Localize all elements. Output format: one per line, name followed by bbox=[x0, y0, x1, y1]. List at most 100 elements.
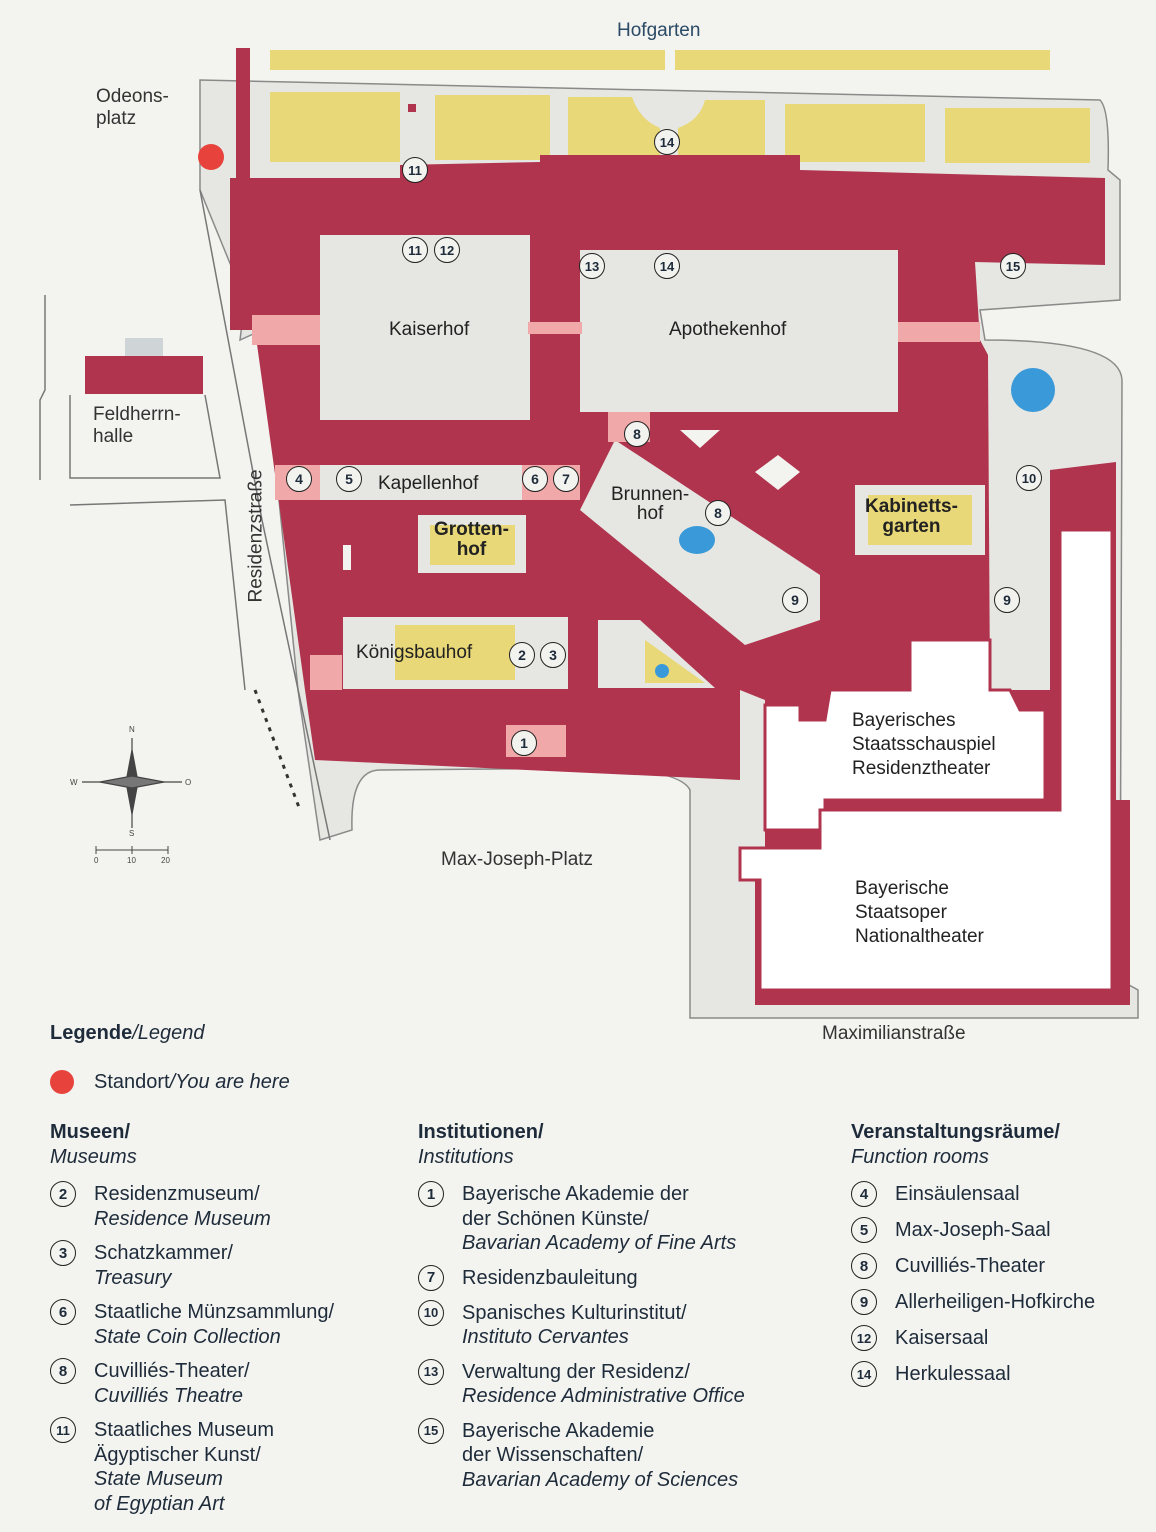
you-are-here-marker bbox=[198, 144, 224, 170]
legend-item-number: 8 bbox=[50, 1358, 76, 1384]
label-odeonsplatz: Odeons- platz bbox=[96, 86, 169, 129]
map-marker[interactable]: 11 bbox=[402, 237, 428, 263]
map-marker[interactable]: 2 bbox=[509, 642, 535, 668]
tram-dashes bbox=[253, 689, 302, 811]
scale-10: 10 bbox=[127, 856, 136, 865]
map-marker[interactable]: 3 bbox=[540, 642, 566, 668]
triangle-fountain bbox=[655, 664, 669, 678]
legend-item-de: Herkulessaal bbox=[895, 1363, 1011, 1385]
legend-item-de: Schatzkammer/ bbox=[94, 1242, 233, 1264]
legend-item-de: Allerheiligen-Hofkirche bbox=[895, 1291, 1096, 1313]
map-marker[interactable]: 12 bbox=[434, 237, 460, 263]
legend-item-de: Residenzmuseum/ bbox=[94, 1183, 260, 1205]
brunnenhof-fountain bbox=[679, 526, 715, 554]
map-marker[interactable]: 6 bbox=[522, 466, 548, 492]
garden-bed-6 bbox=[945, 108, 1090, 163]
west-wall bbox=[236, 48, 250, 218]
map-marker[interactable]: 11 bbox=[402, 157, 428, 183]
map-marker[interactable]: 8 bbox=[705, 500, 731, 526]
hofgarten-bed-2 bbox=[675, 50, 1050, 70]
map-marker[interactable]: 4 bbox=[286, 466, 312, 492]
label-feldherrnhalle: Feldherrn- halle bbox=[93, 404, 181, 447]
label-grottenhof: Grotten- hof bbox=[434, 519, 509, 560]
label-koenigsbauhof: Königsbauhof bbox=[356, 642, 473, 663]
map-marker[interactable]: 8 bbox=[624, 421, 650, 447]
legend-title-en: /Legend bbox=[132, 1022, 205, 1044]
legend-item-de: Cuvilliés-Theater bbox=[895, 1255, 1046, 1277]
map-marker[interactable]: 1 bbox=[511, 730, 537, 756]
legend-item-de: Einsäulensaal bbox=[895, 1183, 1020, 1205]
label-kapellenhof: Kapellenhof bbox=[378, 473, 479, 494]
label-residenzstrasse: Residenzstraße bbox=[245, 469, 267, 603]
legend-item-de: Bayerische Akademie der Wissenschaften/ bbox=[462, 1419, 655, 1467]
legend-item-en: Instituto Cervantes bbox=[462, 1326, 629, 1348]
legend-item-number: 2 bbox=[50, 1181, 76, 1207]
passage-2 bbox=[528, 322, 582, 334]
map-marker[interactable]: 7 bbox=[553, 466, 579, 492]
label-nationaltheater: Bayerische Staatsoper Nationaltheater bbox=[855, 878, 984, 947]
legend-item-de: Staatliche Münzsammlung/ bbox=[94, 1301, 335, 1323]
here-en: /You are here bbox=[169, 1070, 290, 1093]
map-marker[interactable]: 14 bbox=[654, 129, 680, 155]
grottenhof-garden bbox=[430, 525, 515, 565]
scale-20: 20 bbox=[161, 856, 170, 865]
feldherrnhalle-monument bbox=[125, 338, 163, 356]
kiosk bbox=[408, 104, 416, 112]
legend-item-en: State Coin Collection bbox=[94, 1325, 281, 1348]
legend-item-number: 3 bbox=[50, 1240, 76, 1266]
brunnenhof-triangle bbox=[680, 430, 720, 448]
map-marker[interactable]: 9 bbox=[994, 587, 1020, 613]
map-marker[interactable]: 5 bbox=[336, 466, 362, 492]
garden-bed-2 bbox=[435, 95, 550, 160]
label-hofgarten: Hofgarten bbox=[617, 20, 701, 41]
legend-title: Legende/Legend bbox=[50, 1022, 205, 1045]
label-apothekenhof: Apothekenhof bbox=[669, 319, 787, 340]
legend-item-en: State Museum of Egyptian Art bbox=[94, 1468, 225, 1515]
apothekenhof-court bbox=[580, 250, 898, 412]
street-line-1 bbox=[69, 499, 246, 691]
map-marker[interactable]: 9 bbox=[782, 587, 808, 613]
garden-bed-3 bbox=[568, 97, 660, 160]
map-marker[interactable]: 15 bbox=[1000, 253, 1026, 279]
kaiserhof-court bbox=[320, 235, 530, 420]
legend-item-en: Bavarian Academy of Sciences bbox=[462, 1468, 739, 1491]
hofgarten-bed-1 bbox=[270, 50, 665, 70]
garden-bed-1 bbox=[270, 92, 400, 162]
scale-0: 0 bbox=[94, 856, 99, 865]
koenigsbauhof-garden bbox=[395, 625, 515, 680]
legend-item-number: 4 bbox=[851, 1181, 877, 1207]
compass-w: W bbox=[70, 778, 78, 787]
legend-item-de: Verwaltung der Residenz/ bbox=[462, 1360, 690, 1383]
you-are-here-dot-icon bbox=[50, 1070, 74, 1094]
map-marker[interactable]: 13 bbox=[579, 253, 605, 279]
legend-item-number: 8 bbox=[851, 1253, 877, 1279]
label-max-joseph-platz: Max-Joseph-Platz bbox=[441, 849, 594, 870]
legend-heading: Veranstaltungsräume/ bbox=[851, 1121, 1060, 1143]
legend-item-number: 7 bbox=[418, 1264, 444, 1291]
legend-heading-en: Museums bbox=[50, 1146, 137, 1168]
garden-bed-5 bbox=[785, 104, 925, 162]
nationaltheater-block bbox=[738, 528, 1114, 992]
legend-heading: Museen/ bbox=[50, 1121, 131, 1143]
map-marker[interactable]: 14 bbox=[654, 253, 680, 279]
legend-item-number: 1 bbox=[418, 1181, 444, 1207]
legend-item-de: Kaisersaal bbox=[895, 1327, 989, 1349]
legend-item-number: 11 bbox=[50, 1417, 76, 1443]
map-marker[interactable]: 10 bbox=[1016, 465, 1042, 491]
pond bbox=[1011, 368, 1055, 412]
legend-item-de: Cuvilliés-Theater/ bbox=[94, 1360, 250, 1382]
legend-you-are-here: Standort/You are here bbox=[50, 1070, 290, 1094]
